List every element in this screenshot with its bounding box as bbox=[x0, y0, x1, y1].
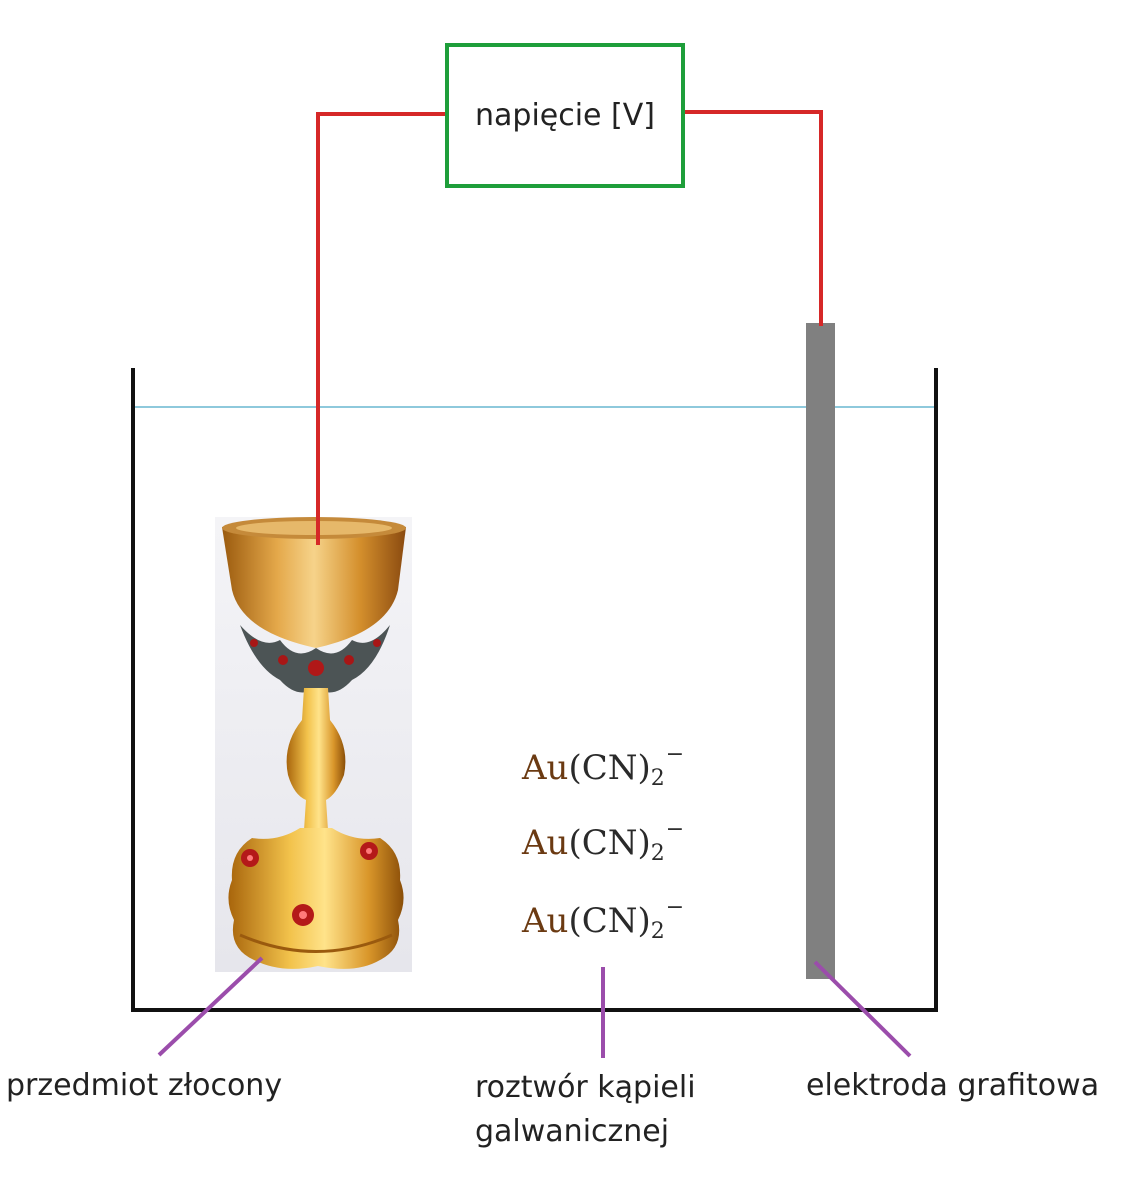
object-label: przedmiot złocony bbox=[6, 1068, 283, 1103]
ion-charge: − bbox=[665, 895, 685, 920]
ion-charge: − bbox=[665, 817, 685, 842]
graphite-electrode bbox=[806, 323, 835, 979]
ion-element: Au bbox=[522, 823, 569, 863]
ion-ligand: (CN) bbox=[568, 901, 651, 941]
wire-right bbox=[683, 110, 823, 326]
ion-subscript: 2 bbox=[650, 841, 665, 866]
ion-formula: Au(CN)2− bbox=[522, 810, 684, 874]
ion-formula: Au(CN)2− bbox=[522, 735, 684, 799]
voltmeter-box bbox=[445, 43, 685, 188]
ion-subscript: 2 bbox=[650, 766, 665, 791]
ion-element: Au bbox=[522, 748, 569, 788]
voltmeter-label: napięcie [V] bbox=[475, 98, 655, 133]
ion-charge: − bbox=[665, 742, 685, 767]
solution-label-line1: roztwór kąpieli bbox=[475, 1070, 696, 1105]
ion-ligand: (CN) bbox=[568, 823, 651, 863]
pointer-electrode bbox=[813, 960, 912, 1058]
ion-formula: Au(CN)2− bbox=[522, 888, 684, 952]
ion-element: Au bbox=[522, 901, 569, 941]
tank-outline bbox=[131, 368, 938, 1012]
wire-left bbox=[316, 112, 446, 545]
electrode-label: elektroda grafitowa bbox=[806, 1068, 1100, 1103]
pointer-object bbox=[157, 956, 264, 1057]
gold-chalice-photo bbox=[215, 517, 412, 972]
solution-label-line2: galwanicznej bbox=[475, 1114, 670, 1149]
ion-subscript: 2 bbox=[650, 919, 665, 944]
ion-ligand: (CN) bbox=[568, 748, 651, 788]
